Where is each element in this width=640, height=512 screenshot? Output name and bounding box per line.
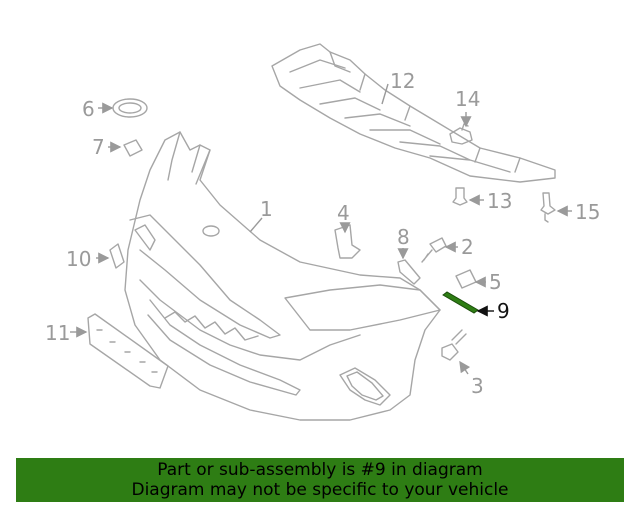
callout-4: 4 [337,201,350,225]
callout-1: 1 [260,197,273,221]
info-banner: Part or sub-assembly is #9 in diagram Di… [16,458,624,502]
part-7-cap [123,139,143,157]
part-4-bracket [334,224,361,259]
banner-line-2: Diagram may not be specific to your vehi… [131,480,509,500]
part-6-emblem-ring [112,98,148,118]
callout-12: 12 [390,69,415,93]
callout-8: 8 [397,225,410,249]
part-15-push-pin [540,192,556,223]
part-8-bracket [397,259,421,285]
part-14-clip [449,123,473,145]
part-2-screw [421,237,447,263]
callout-7: 7 [92,135,105,159]
part-12-undertray [271,43,556,183]
part-1-bumper-cover [124,131,441,421]
callout-9: 9 [497,299,510,323]
part-5-clip [455,269,477,289]
banner-line-1: Part or sub-assembly is #9 in diagram [157,460,483,480]
part-13-push-pin [452,187,468,206]
callout-15: 15 [575,200,600,224]
callout-10: 10 [66,247,91,271]
callout-2: 2 [461,235,474,259]
part-11-plate-bracket [87,313,169,389]
callout-5: 5 [489,270,502,294]
callout-11: 11 [45,321,70,345]
part-10-side-bracket [109,243,125,269]
part-3-bolt [441,329,467,361]
leader-lines [70,83,572,375]
callout-3: 3 [471,374,484,398]
callout-6: 6 [82,97,95,121]
callout-14: 14 [455,87,480,111]
callout-13: 13 [487,189,512,213]
part-9-highlighted-strip [442,291,479,314]
parts-diagram: 6 7 1 4 8 2 5 9 3 10 11 12 14 13 15 [45,43,600,421]
